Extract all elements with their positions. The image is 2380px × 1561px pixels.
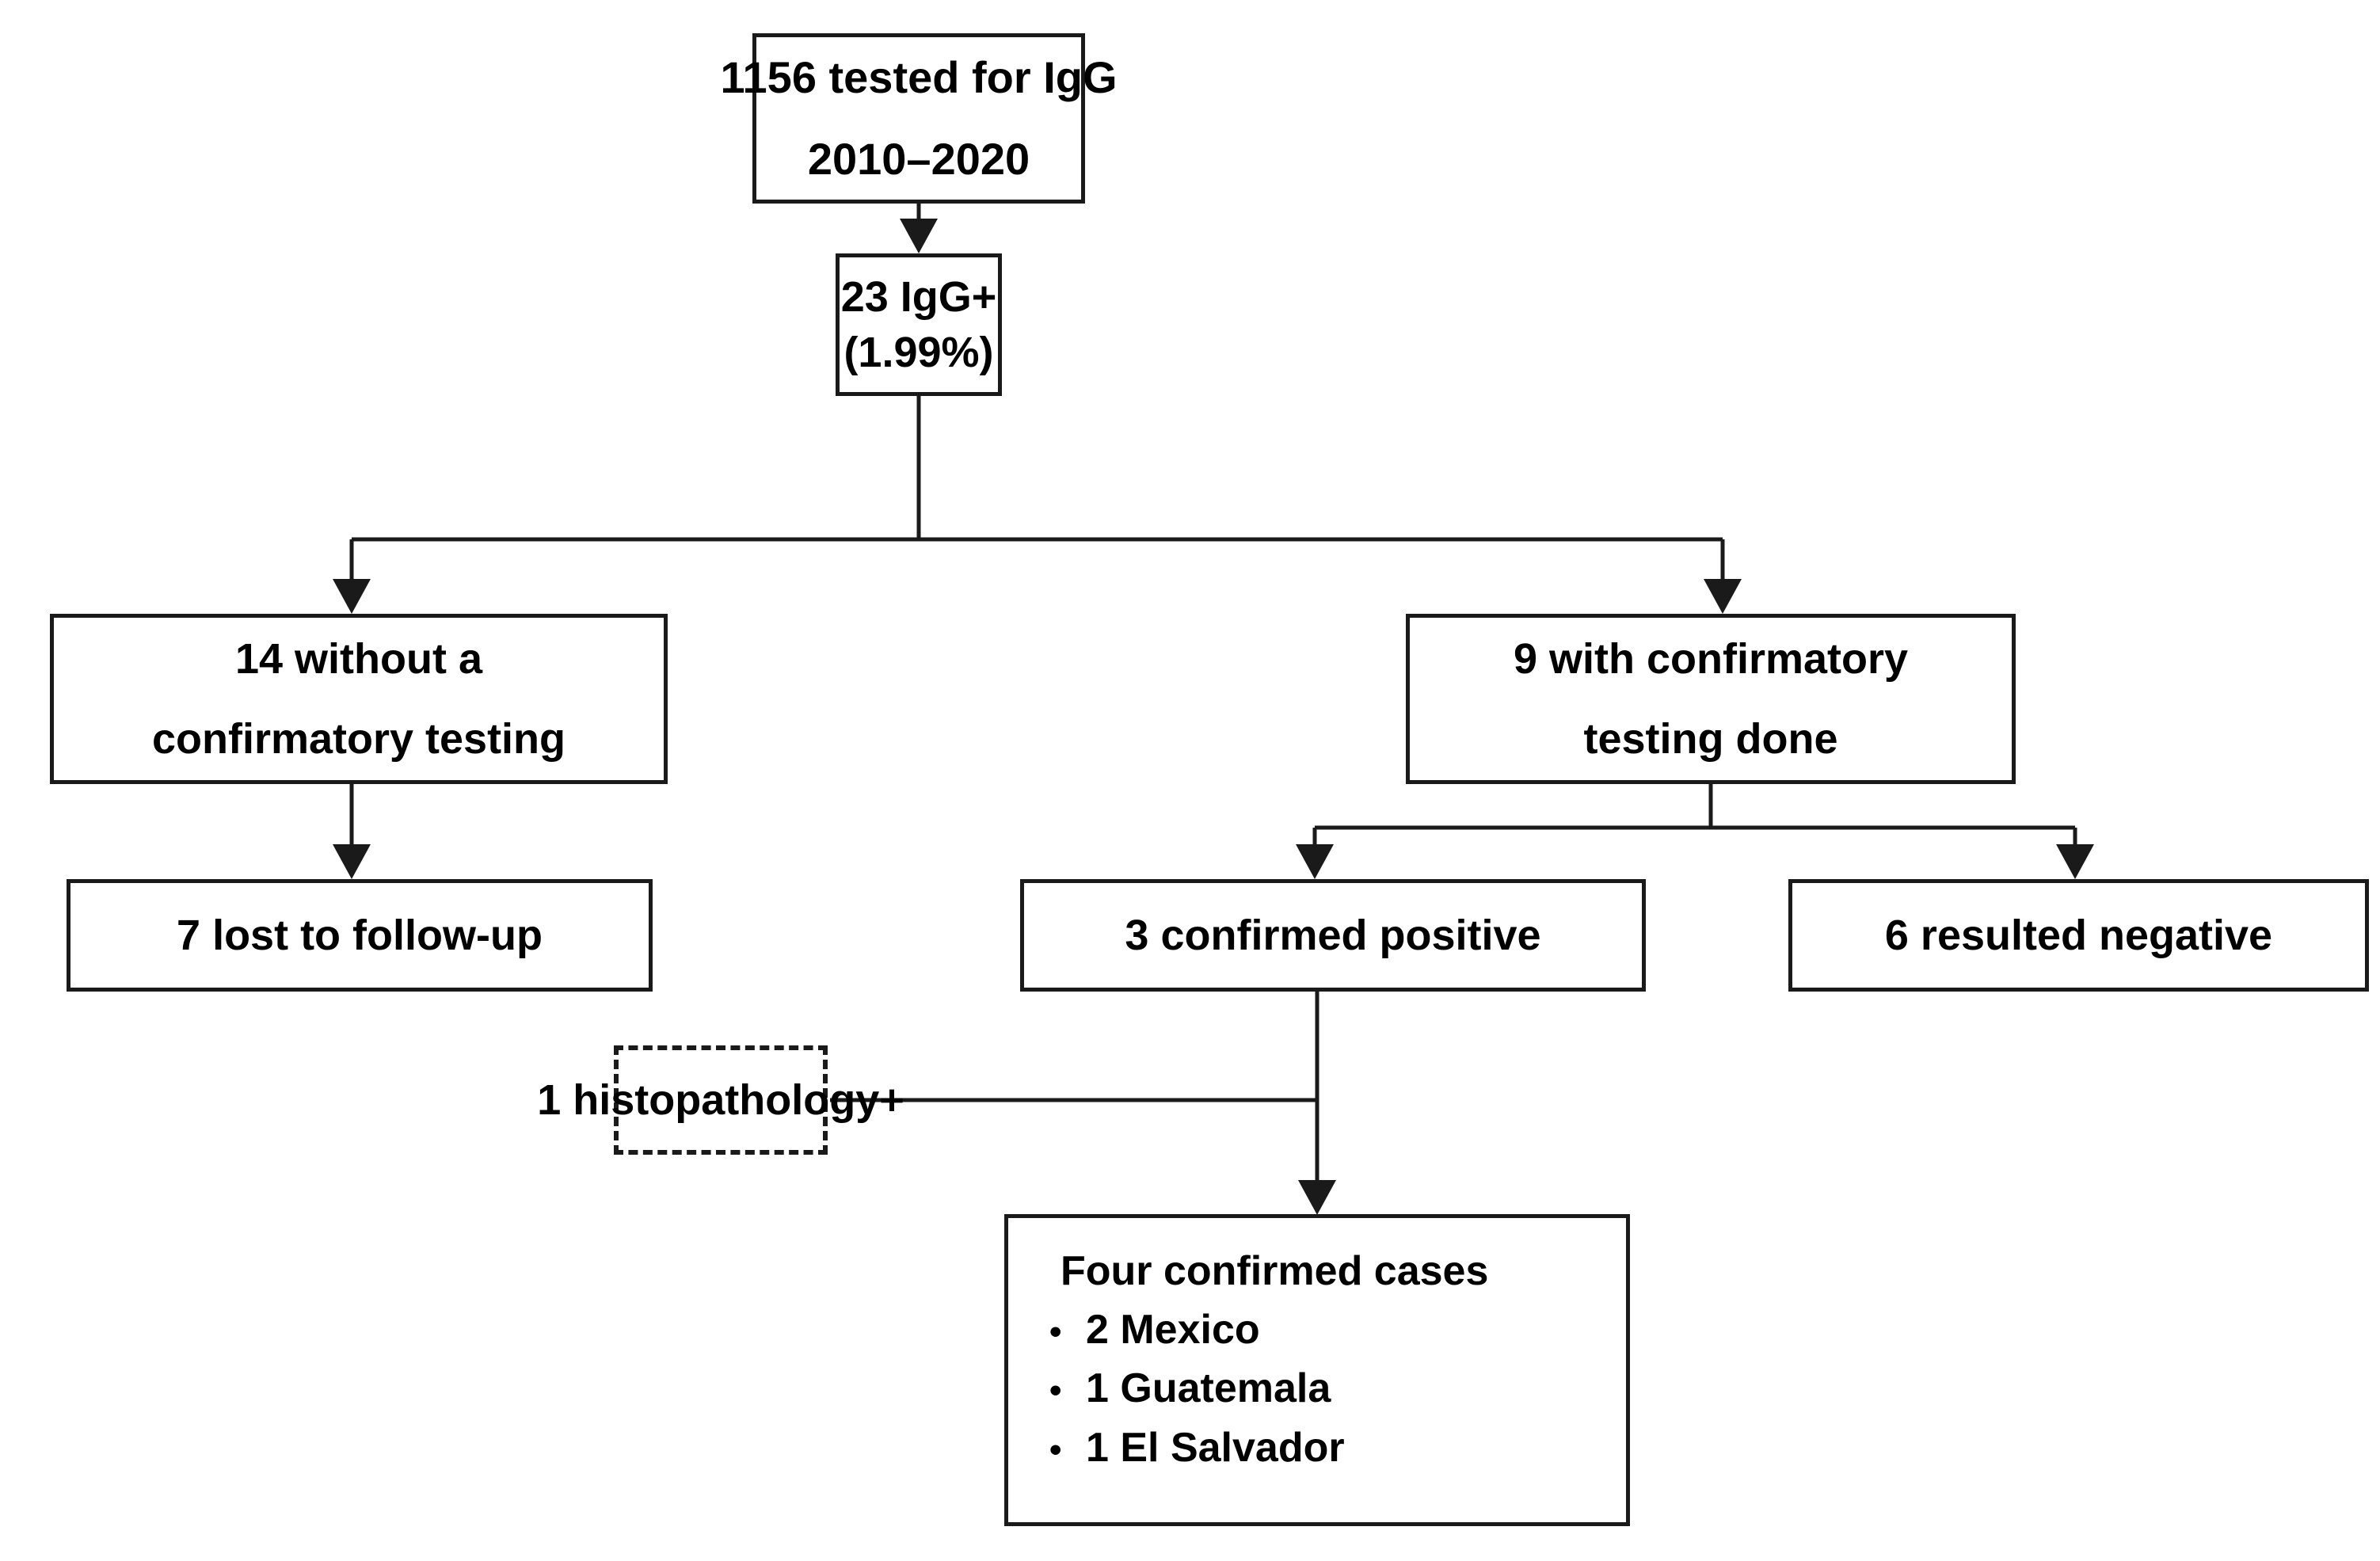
list-item: • 1 El Salvador	[1049, 1425, 1345, 1471]
final-cases-list: • 2 Mexico • 1 Guatemala • 1 El Salvador	[1049, 1307, 1345, 1483]
final-cases-title: Four confirmed cases	[1061, 1248, 1489, 1294]
node-resulted-negative-label: 6 resulted negative	[1884, 911, 2273, 959]
final-cases-item-label: 1 Guatemala	[1086, 1365, 1331, 1412]
node-lost-followup-label: 7 lost to follow-up	[177, 911, 543, 959]
node-confirmed-positive[interactable]: 3 confirmed positive	[1020, 879, 1646, 992]
node-with-confirm-line2: testing done	[1583, 714, 1838, 763]
node-confirmed-positive-label: 3 confirmed positive	[1125, 911, 1541, 959]
arrowhead-to-final-cases	[1298, 1180, 1336, 1215]
arrowhead-to-lost-followup	[333, 844, 371, 879]
bullet-icon: •	[1049, 1430, 1062, 1469]
node-lost-to-follow-up[interactable]: 7 lost to follow-up	[67, 879, 653, 992]
node-no-confirm-line2: confirmatory testing	[151, 714, 566, 763]
node-histopathology-positive[interactable]: 1 histopathology+	[537, 1045, 904, 1155]
node-tested-for-igg[interactable]: 1156 tested for IgG 2010–2020	[720, 33, 1118, 204]
node-tested-line2: 2010–2020	[807, 133, 1030, 184]
node-with-confirm-line1: 9 with confirmatory	[1513, 635, 1909, 683]
bullet-icon: •	[1049, 1312, 1062, 1352]
bullet-icon: •	[1049, 1371, 1062, 1411]
node-resulted-negative[interactable]: 6 resulted negative	[1788, 879, 2369, 992]
node-histopathology-label: 1 histopathology+	[537, 1076, 904, 1124]
node-four-confirmed-cases[interactable]: Four confirmed cases • 2 Mexico • 1 Guat…	[1004, 1214, 1630, 1526]
node-without-confirmatory-testing[interactable]: 14 without a confirmatory testing	[50, 614, 668, 784]
node-igg-positive-line1: 23 IgG+	[840, 272, 997, 321]
final-cases-item-label: 2 Mexico	[1086, 1307, 1260, 1354]
list-item: • 1 Guatemala	[1049, 1365, 1345, 1411]
arrowhead-to-resulted-negative	[2056, 844, 2094, 879]
node-with-confirmatory-testing[interactable]: 9 with confirmatory testing done	[1406, 614, 2016, 784]
arrowhead-to-confirmed-positive	[1296, 844, 1334, 879]
list-item: • 2 Mexico	[1049, 1307, 1345, 1353]
node-tested-line1: 1156 tested for IgG	[720, 51, 1118, 102]
final-cases-item-label: 1 El Salvador	[1086, 1424, 1345, 1471]
node-no-confirm-line1: 14 without a	[234, 635, 483, 683]
arrowhead-to-with-confirmatory	[1704, 579, 1742, 614]
arrowhead-tested-to-igg	[900, 219, 938, 253]
node-igg-positive[interactable]: 23 IgG+ (1.99%)	[836, 253, 1002, 396]
node-igg-positive-line2: (1.99%)	[843, 329, 994, 376]
arrowhead-to-no-confirmatory	[333, 579, 371, 614]
